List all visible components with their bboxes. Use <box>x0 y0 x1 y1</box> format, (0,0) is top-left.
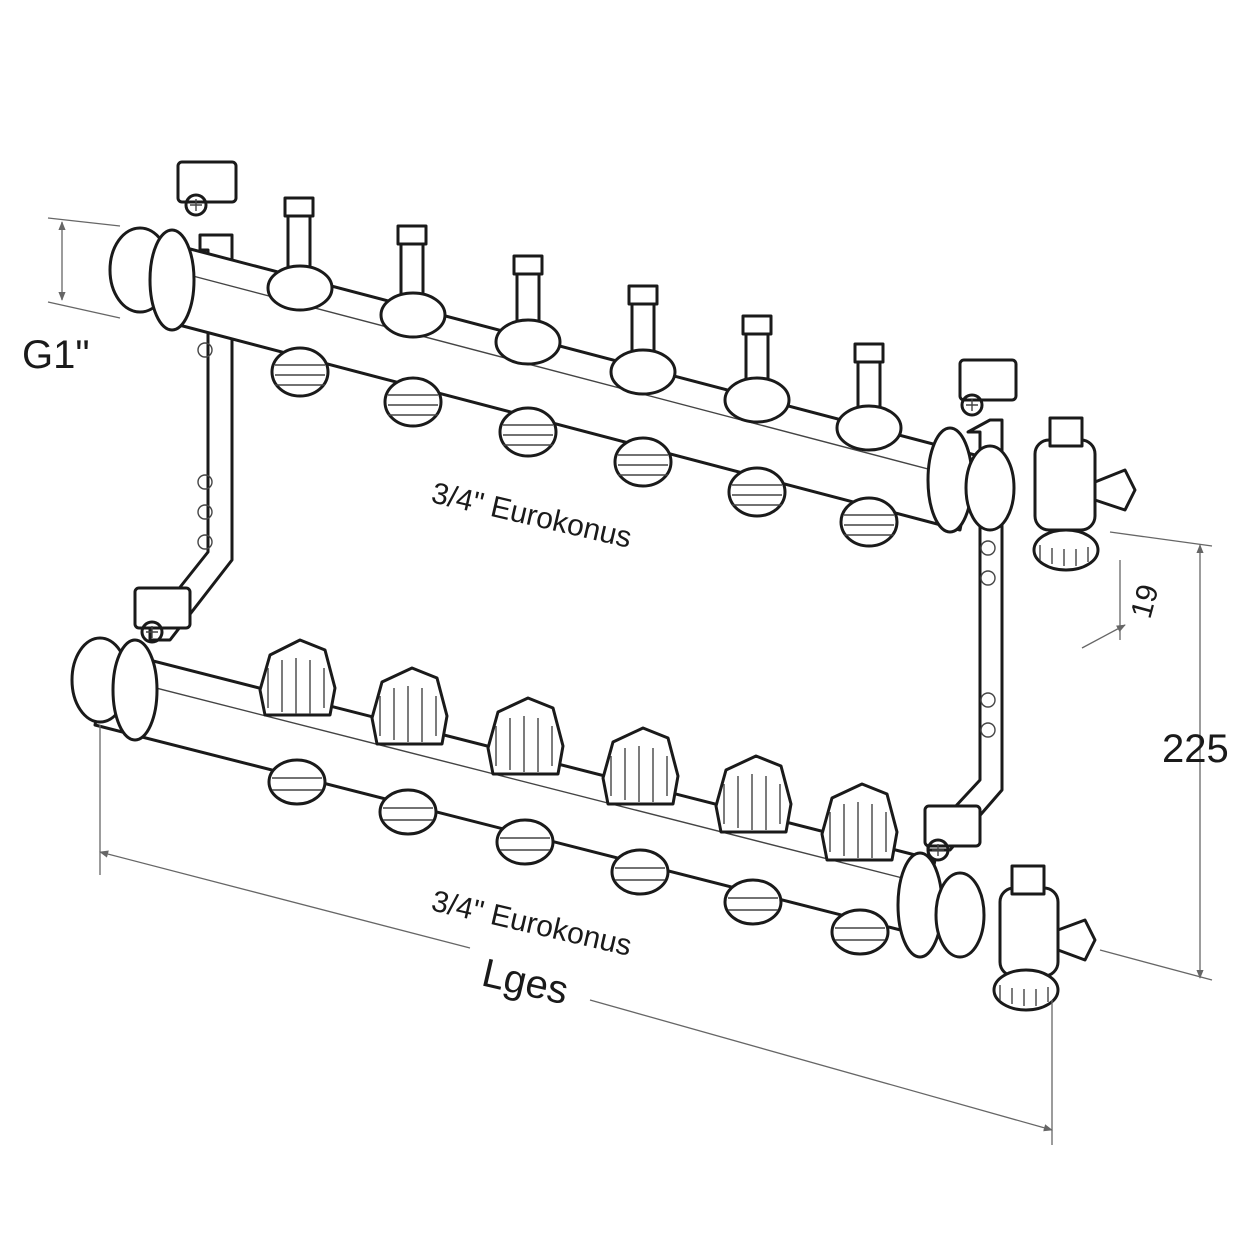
lower-valve-4 <box>601 726 680 896</box>
height-dimension-225 <box>1099 531 1213 981</box>
height-dimension-label: 225 <box>1162 727 1229 771</box>
offset-dimension-label: 19 <box>1125 581 1166 622</box>
lower-connection-label: 3/4" Eurokonus <box>428 885 634 963</box>
lower-valve-1 <box>258 638 337 806</box>
upper-valve-3 <box>494 254 562 458</box>
lower-valve-6 <box>820 782 899 956</box>
inlet-thread-dimension <box>47 217 121 319</box>
upper-left-clip <box>176 160 238 217</box>
lower-end-ball-valve <box>934 864 1097 1012</box>
upper-valve-4 <box>609 284 677 488</box>
lower-valve-3 <box>486 696 565 866</box>
upper-connection-label: 3/4" Eurokonus <box>428 477 634 555</box>
upper-valve-5 <box>723 314 791 518</box>
lower-header-pipe <box>70 586 982 959</box>
lower-left-clip <box>133 586 192 644</box>
inlet-thread-label: G1" <box>22 333 90 377</box>
lower-valve-5 <box>714 754 793 926</box>
total-length-label: Lges <box>478 951 572 1013</box>
upper-valve-2 <box>379 224 447 428</box>
upper-valve-1 <box>266 196 334 398</box>
upper-end-ball-valve <box>964 416 1137 572</box>
offset-dimension-19 <box>1081 560 1126 649</box>
lower-valve-2 <box>370 666 449 836</box>
total-length-dimension <box>99 725 1053 1145</box>
upper-right-clip <box>958 358 1018 417</box>
lower-right-clip <box>923 804 982 862</box>
upper-valve-6 <box>835 342 903 548</box>
